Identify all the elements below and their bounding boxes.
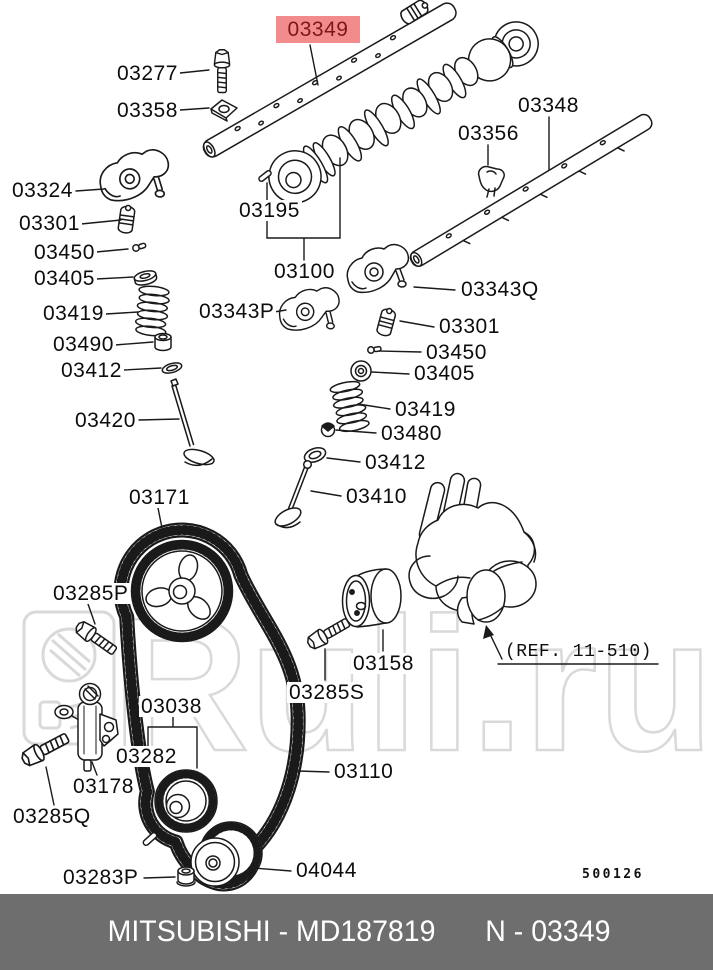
part-label-03038[interactable]: 03038 xyxy=(139,695,204,718)
rocker-arm-03343P-drawing xyxy=(277,282,342,336)
part-label-03419-left[interactable]: 03419 xyxy=(41,302,106,325)
cam-sprocket-drawing xyxy=(130,539,234,643)
part-label-03158[interactable]: 03158 xyxy=(351,652,416,675)
oil-pump-sprocket-drawing xyxy=(154,769,218,833)
lash-adjuster-left-drawing xyxy=(116,203,137,235)
valve-03410-drawing xyxy=(274,459,313,529)
rocker-clip-drawing xyxy=(477,165,505,198)
ref-note: (REF. 11-510) xyxy=(505,642,652,662)
part-label-03450-left[interactable]: 03450 xyxy=(32,241,97,264)
part-label-03285P[interactable]: 03285P xyxy=(51,582,131,605)
hand-ref-drawing xyxy=(408,472,537,625)
part-label-03324[interactable]: 03324 xyxy=(10,179,75,202)
part-label-03490[interactable]: 03490 xyxy=(51,333,116,356)
part-label-03100[interactable]: 03100 xyxy=(272,260,337,283)
pivot-pin-left-drawing xyxy=(132,242,147,252)
stem-seal-left-drawing xyxy=(161,362,183,374)
part-label-03277[interactable]: 03277 xyxy=(115,62,180,85)
leader-lines xyxy=(45,44,659,879)
part-label-03171[interactable]: 03171 xyxy=(127,486,192,509)
key-pin-drawing xyxy=(142,831,158,847)
part-label-03405-right[interactable]: 03405 xyxy=(412,362,477,385)
part-label-03343Q[interactable]: 03343Q xyxy=(459,278,541,301)
pivot-pin-right-drawing xyxy=(366,343,383,356)
title-bar: MITSUBISHI - MD187819 N - 03349 xyxy=(0,894,713,970)
dowel-pin-drawing xyxy=(258,169,272,183)
part-label-04044[interactable]: 04044 xyxy=(294,859,359,882)
rocker-arm-03324-drawing xyxy=(98,146,170,205)
retainer-right-drawing xyxy=(350,360,372,382)
valve-keeper-drawing xyxy=(320,422,336,438)
rocker-shaft-1-drawing xyxy=(202,2,457,158)
highlighted-part-label-03349[interactable]: 03349 xyxy=(276,16,360,43)
part-label-03110[interactable]: 03110 xyxy=(332,760,396,783)
sheet-code: 500126 xyxy=(582,867,644,882)
part-label-03282[interactable]: 03282 xyxy=(114,745,179,768)
part-label-03301-left[interactable]: 03301 xyxy=(17,212,82,235)
camshaft-drawing xyxy=(268,21,539,204)
part-label-03283P[interactable]: 03283P xyxy=(61,866,141,889)
part-label-03419-right[interactable]: 03419 xyxy=(393,398,458,421)
part-label-03343P[interactable]: 03343P xyxy=(197,300,277,323)
part-label-03301-right[interactable]: 03301 xyxy=(437,315,502,338)
part-label-03285S[interactable]: 03285S xyxy=(287,681,367,704)
nut-03358-drawing xyxy=(210,99,238,122)
valve-guide-drawing xyxy=(154,332,172,352)
part-label-03195[interactable]: 03195 xyxy=(237,199,302,222)
crank-sprocket-drawing xyxy=(190,821,263,887)
valve-03420-drawing xyxy=(170,378,215,467)
part-label-03480[interactable]: 03480 xyxy=(379,422,444,445)
title-bar-brand-part: MITSUBISHI - MD187819 xyxy=(107,915,436,948)
part-label-03285Q[interactable]: 03285Q xyxy=(11,805,93,828)
rocker-shaft-2-drawing xyxy=(409,113,653,268)
part-label-03178[interactable]: 03178 xyxy=(71,775,136,798)
flange-nut-drawing xyxy=(176,866,196,887)
part-label-03356[interactable]: 03356 xyxy=(456,122,521,145)
part-label-03420[interactable]: 03420 xyxy=(73,409,138,432)
ref-arrowhead xyxy=(483,625,494,639)
timing-belt-drawing xyxy=(113,522,306,892)
part-label-03412-left[interactable]: 03412 xyxy=(59,359,124,382)
valve-spring-right-drawing xyxy=(328,378,371,435)
part-label-03412-right[interactable]: 03412 xyxy=(363,451,428,474)
tensioner-pulley-drawing xyxy=(341,568,402,628)
bolt-03277-drawing xyxy=(213,49,231,94)
part-label-03405-left[interactable]: 03405 xyxy=(32,267,97,290)
part-label-03410[interactable]: 03410 xyxy=(344,485,409,508)
part-label-03450-right[interactable]: 03450 xyxy=(424,341,489,364)
part-label-03348[interactable]: 03348 xyxy=(516,94,581,117)
part-label-03358[interactable]: 03358 xyxy=(115,99,180,122)
stem-seal-right-drawing xyxy=(303,447,327,463)
valve-spring-left-drawing xyxy=(133,284,172,338)
auto-tensioner-drawing xyxy=(54,682,119,772)
title-bar-number: N - 03349 xyxy=(485,915,611,948)
retainer-left-drawing xyxy=(133,270,158,286)
rocker-arm-03343Q-drawing xyxy=(346,243,410,294)
bolt-03285Q-drawing xyxy=(18,728,73,770)
lash-adjuster-right-drawing xyxy=(375,306,398,338)
